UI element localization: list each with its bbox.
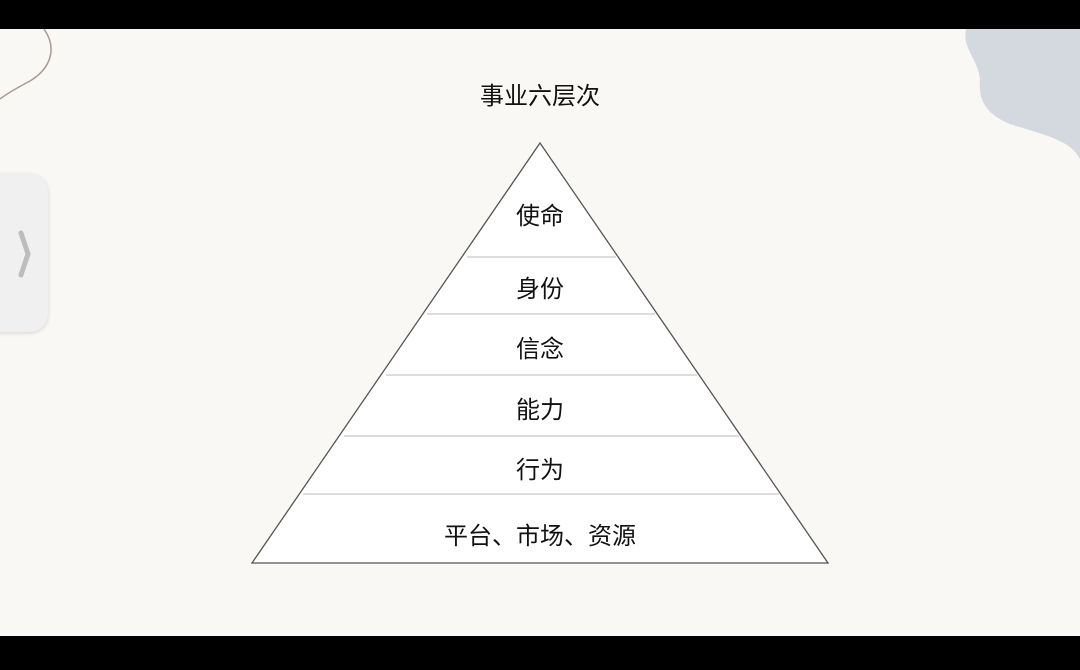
level-capabilities: 能力 [516,396,564,424]
expand-sidebar-button[interactable] [0,174,48,332]
page-title: 事业六层次 [480,82,600,110]
level-beliefs: 信念 [516,335,564,363]
level-identity: 身份 [516,275,564,303]
slide: 事业六层次 使命 身份 信念 能力 行为 平台、市场、资源 [0,29,1080,636]
decorative-blob [965,29,1080,159]
chevron-right-icon [18,230,31,278]
level-behavior: 行为 [516,456,564,484]
decorative-curve [0,29,1080,564]
pyramid [250,141,830,564]
level-mission: 使命 [516,202,564,230]
level-environment: 平台、市场、资源 [444,522,636,550]
